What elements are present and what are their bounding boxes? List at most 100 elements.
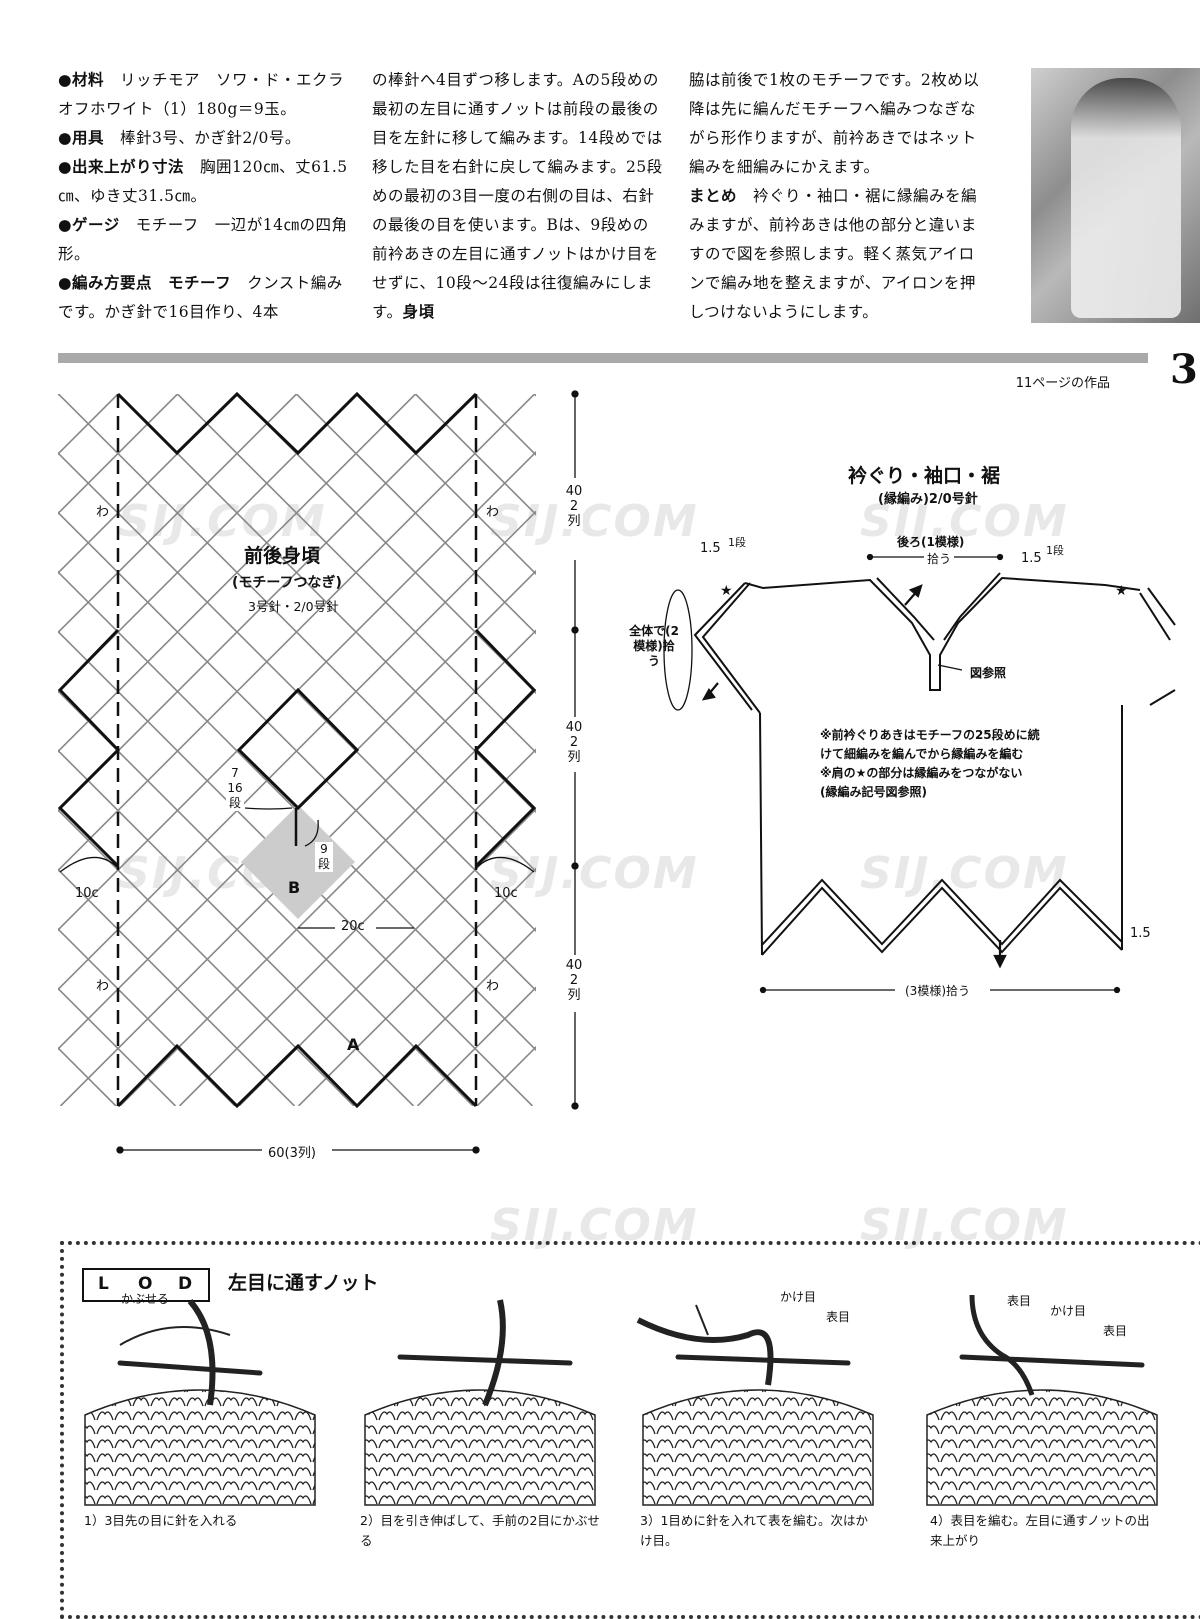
size-text: 胸囲120㎝、丈61.5㎝、ゆき丈31.5㎝。 bbox=[58, 158, 348, 205]
step-illustrations bbox=[84, 1295, 1158, 1506]
watermark: SIJ.COM bbox=[490, 848, 699, 899]
note-1: ※前衿ぐりあきはモチーフの25段めに続 bbox=[820, 728, 1040, 742]
step-3-illustration bbox=[636, 1304, 874, 1506]
dim-10c-left: 10c bbox=[75, 886, 99, 901]
grid-line bbox=[58, 749, 415, 1106]
step-4-illustration bbox=[926, 1295, 1158, 1506]
note-3: ※肩の★の部分は縁編みをつながない bbox=[820, 766, 1023, 780]
section-rule bbox=[58, 353, 1148, 363]
gauge-text: モチーフ 一辺が14㎝の四角形。 bbox=[58, 216, 348, 263]
tools-heading: ●用具 bbox=[58, 129, 105, 147]
grid-line bbox=[295, 394, 536, 635]
dim-1-5-right: 1.5 bbox=[1021, 551, 1042, 566]
dim-60: 60(3列) bbox=[268, 1146, 316, 1161]
wa-mark: わ bbox=[96, 979, 110, 994]
bottom-pickup: (3模様)拾う bbox=[905, 984, 970, 998]
dim-20c: 20c bbox=[341, 919, 365, 934]
body-text: 脇は前後で1枚のモチーフです。2枚め以降は先に編んだモチーフへ編みつなぎながら形… bbox=[689, 71, 980, 176]
dim-lines bbox=[59, 390, 579, 1154]
size-heading: ●出来上がり寸法 bbox=[58, 158, 185, 176]
edging-diagram: ★ ★ bbox=[663, 553, 1176, 994]
step-1-illustration bbox=[84, 1299, 316, 1506]
dim-40-label: 40 bbox=[565, 958, 583, 973]
motif-b-fill bbox=[241, 805, 355, 919]
tag-letter: L bbox=[98, 1274, 109, 1294]
grid-line bbox=[58, 569, 536, 1051]
grid-line bbox=[58, 808, 355, 1106]
dim-2col-label: 2列 bbox=[567, 973, 581, 1003]
grid-line bbox=[58, 927, 236, 1106]
grid-line bbox=[58, 394, 417, 753]
dim-9-label: 9段 bbox=[317, 842, 330, 871]
dan-left: 1段 bbox=[728, 535, 746, 550]
method-text-cont: の棒針へ4目ずつ移します。Aの5段めの最初の左目に通すノットは前段の最後の目を左… bbox=[372, 71, 663, 321]
dim-7-label: 7 bbox=[231, 766, 239, 780]
omoteme-label: 表目 bbox=[1103, 1324, 1128, 1338]
page-reference: 11ページの作品 bbox=[1015, 376, 1110, 391]
gauge-heading: ●ゲージ bbox=[58, 216, 120, 234]
grid-line bbox=[119, 688, 536, 1106]
kakeme-label: かけ目 bbox=[1050, 1304, 1087, 1318]
edging-title: 衿ぐり・袖口・裾 bbox=[848, 465, 1001, 487]
technique-title: 左目に通すノット bbox=[228, 1272, 379, 1294]
step-2-illustration bbox=[364, 1299, 596, 1506]
grid-line bbox=[58, 394, 536, 873]
grid-line bbox=[58, 868, 296, 1106]
star-marks: ★ ★ bbox=[720, 583, 1128, 599]
edging-subtitle: (縁編み)2/0号針 bbox=[878, 492, 978, 507]
grid-line bbox=[58, 394, 357, 694]
dan-label: 1段 bbox=[1046, 544, 1064, 557]
grid-line bbox=[58, 987, 177, 1106]
watermark: SIJ.COM bbox=[860, 848, 1069, 899]
grid-line bbox=[236, 394, 536, 695]
text-column-3: 脇は前後で1枚のモチーフです。2枚め以降は先に編んだモチーフへ編みつなぎながら形… bbox=[689, 66, 989, 327]
grid-line bbox=[58, 394, 536, 872]
grid-line bbox=[58, 630, 534, 1106]
wa-mark: わ bbox=[96, 505, 110, 520]
body-subtitle: (モチーフつなぎ) bbox=[232, 575, 342, 591]
pickup-label: 拾う bbox=[924, 550, 955, 567]
watermark: SIJ.COM bbox=[860, 496, 1069, 547]
dim-2col-label: 2列 bbox=[567, 499, 581, 529]
dim-10c-right: 10c bbox=[494, 886, 518, 901]
body-needles: 3号針・2/0号針 bbox=[248, 599, 339, 614]
grid-line bbox=[58, 570, 536, 1052]
arrows bbox=[701, 584, 1007, 969]
note-4: (縁編み記号図参照) bbox=[820, 785, 927, 799]
technique-box bbox=[60, 1241, 1200, 1619]
whole-pickup: 全体で(2模様)拾う bbox=[629, 624, 679, 668]
back-label: 後ろ(1模様) bbox=[897, 535, 965, 549]
method-heading: ●編み方要点 モチーフ bbox=[58, 274, 232, 292]
step-1-caption: 1）3目先の目に針を入れる bbox=[84, 1513, 238, 1528]
body-motif-diagram bbox=[57, 390, 579, 1154]
dim-1-5-hem: 1.5 bbox=[1130, 926, 1151, 941]
motif-a-label: A bbox=[347, 1035, 360, 1054]
material-text: リッチモア ソワ・ド・エクラ オフホワイト（1）180g＝9玉。 bbox=[58, 71, 361, 118]
text-column-2: の棒針へ4目ずつ移します。Aの5段めの最初の左目に通すノットは前段の最後の目を左… bbox=[372, 66, 664, 327]
grid-line bbox=[58, 394, 179, 515]
grid-line bbox=[58, 511, 536, 992]
material-heading: ●材料 bbox=[58, 71, 105, 89]
dim-1-5-left: 1.5 bbox=[700, 541, 721, 556]
dim-16-label: 16段 bbox=[227, 781, 243, 810]
grid-line bbox=[59, 629, 536, 1106]
step-2-caption: 2）目を引き伸ばして、手前の2目にかぶせる bbox=[360, 1513, 600, 1548]
kabuseru-label: かぶせる bbox=[121, 1292, 170, 1306]
dim-9: 9段 bbox=[315, 842, 333, 872]
method-text: クンスト編みです。かぎ針で16目作り、4本 bbox=[58, 274, 343, 321]
tag-letter: D bbox=[178, 1274, 193, 1294]
text-column-1: ●材料 リッチモア ソワ・ド・エクラ オフホワイト（1）180g＝9玉。 ●用具… bbox=[58, 66, 360, 327]
grid-line bbox=[58, 394, 298, 634]
grid-line bbox=[238, 807, 536, 1106]
finish-text: 衿ぐり・袖口・裾に縁編みを編みますが、前衿あきは他の部分と違いますので図を参照し… bbox=[689, 187, 978, 321]
step-4-caption: 4）表目を編む。左目に通すノットの出来上がり bbox=[930, 1513, 1150, 1548]
svg-text:★: ★ bbox=[1115, 583, 1128, 599]
svg-text:★: ★ bbox=[720, 583, 733, 599]
motif-outline bbox=[57, 391, 537, 1109]
motif-b-label: B bbox=[288, 878, 301, 897]
model-figure bbox=[1071, 78, 1181, 318]
wa-mark: わ bbox=[486, 979, 500, 994]
